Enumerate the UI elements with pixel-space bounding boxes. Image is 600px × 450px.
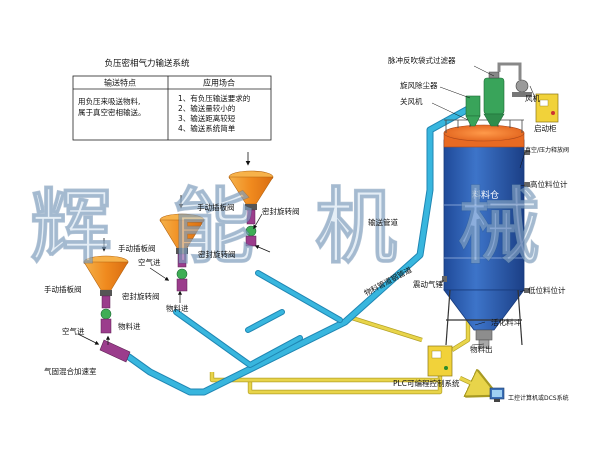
- label-pipe-main: 输送管道: [368, 217, 398, 227]
- label-h1-air: 空气进: [62, 326, 85, 336]
- table-col2-line: 4、输送系统简单: [178, 123, 236, 133]
- svg-text:机: 机: [315, 179, 397, 275]
- label-h2-air: 空气进: [138, 257, 161, 267]
- svg-text:能: 能: [172, 179, 254, 275]
- silo-label: 料料仓: [472, 189, 499, 201]
- feed-hopper-3: [228, 152, 274, 247]
- bag-filter: [483, 71, 505, 127]
- label-h1-valve: 手动插板阀: [44, 284, 82, 294]
- feed-hopper-1: [83, 238, 131, 363]
- label-low-level: 低位料位计: [528, 285, 566, 295]
- label-activator: 活化料斗: [491, 317, 521, 327]
- svg-text:辉: 辉: [30, 179, 112, 275]
- label-vacuum: 真空/压力释放阀: [525, 146, 569, 154]
- table-col1-header: 输送特点: [104, 78, 136, 88]
- label-cabinet: 启动柜: [534, 123, 557, 133]
- table-col2-line: 2、输送量较小的: [178, 103, 235, 113]
- label-accel: 气固混合加速室: [44, 366, 97, 376]
- label-vibrator: 震动气锤: [413, 279, 443, 289]
- label-h2-rotary: 密封旋转阀: [198, 249, 236, 259]
- inlet-arrows: [77, 213, 271, 345]
- label-gate: 关风机: [400, 96, 423, 106]
- feature-table: 负压密相气力输送系统 输送特点 应用场合 用负压来吸送物料, 属于真空密相输送。…: [72, 58, 272, 141]
- watermark: 辉 能 机 械: [29, 178, 540, 275]
- plc-control-box: [427, 345, 453, 377]
- label-h3-rotary: 密封旋转阀: [262, 206, 300, 216]
- label-h2-valve: 手动插板阀: [118, 243, 156, 253]
- label-h1-rotary: 密封旋转阀: [122, 291, 160, 301]
- feed-hopper-2: [159, 195, 205, 292]
- leader-lines: [431, 65, 526, 346]
- label-high-level: 高位料位计: [530, 179, 568, 189]
- label-h3-valve: 手动插板阀: [197, 202, 235, 212]
- conveying-pipe: [125, 104, 474, 396]
- level-sensors: [442, 150, 530, 293]
- label-cyclone: 旋风除尘器: [400, 80, 438, 90]
- diagram-title: 负压密相气力输送系统: [104, 58, 190, 69]
- table-col1-line: 属于真空密相输送。: [78, 107, 146, 117]
- svg-text:械: 械: [458, 179, 540, 275]
- label-h2-mat: 物料进: [166, 303, 189, 313]
- silo: 料料仓: [443, 119, 525, 349]
- label-discharge: 物料出: [470, 344, 493, 354]
- fan: [497, 62, 532, 97]
- label-fan: 风机: [525, 93, 540, 103]
- computer-icon: [489, 387, 505, 402]
- start-cabinet: [529, 85, 559, 123]
- label-h1-mat: 物料进: [118, 321, 141, 331]
- table-col2-header: 应用场合: [203, 78, 235, 88]
- table-col2-line: 3、输送距离较短: [178, 113, 236, 123]
- table-col2-line: 1、有负压输送要求的: [178, 93, 250, 103]
- table-col1-line: 用负压来吸送物料,: [78, 96, 140, 106]
- label-filter: 脉冲反吹袋式过滤器: [388, 55, 456, 65]
- label-dcs: 工控计算机或DCS系统: [508, 394, 569, 402]
- cyclone-dust-collector: [465, 95, 481, 127]
- label-plc: PLC可编程控制系统: [393, 378, 460, 388]
